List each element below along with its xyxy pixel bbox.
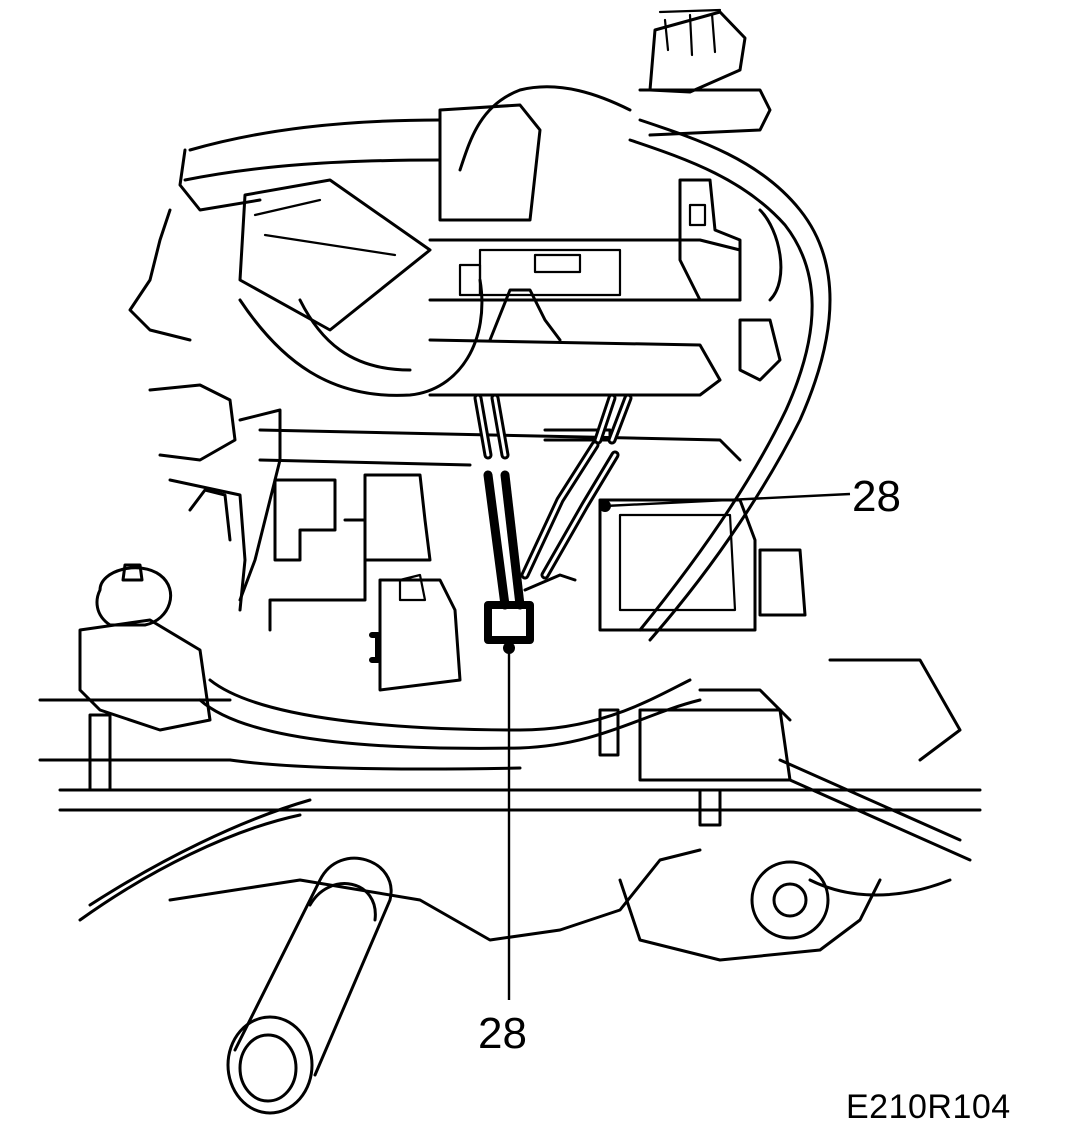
bottom-crossmember	[78, 798, 952, 1115]
upper-intake-assembly	[128, 8, 772, 397]
leader-dot-bottom	[503, 642, 515, 654]
callout-label-right: 28	[852, 472, 901, 521]
left-mount	[78, 563, 462, 732]
callout-label-bottom: 28	[478, 1009, 527, 1058]
callout-leaders	[503, 492, 851, 1000]
right-pipe-assembly	[628, 118, 832, 642]
manifold-body	[148, 383, 757, 632]
lower-frame	[38, 658, 982, 862]
figure-code: E210R104	[846, 1088, 1011, 1126]
hose-28	[473, 393, 633, 644]
leader-line-right	[604, 492, 851, 508]
leader-dot-right	[599, 500, 611, 512]
